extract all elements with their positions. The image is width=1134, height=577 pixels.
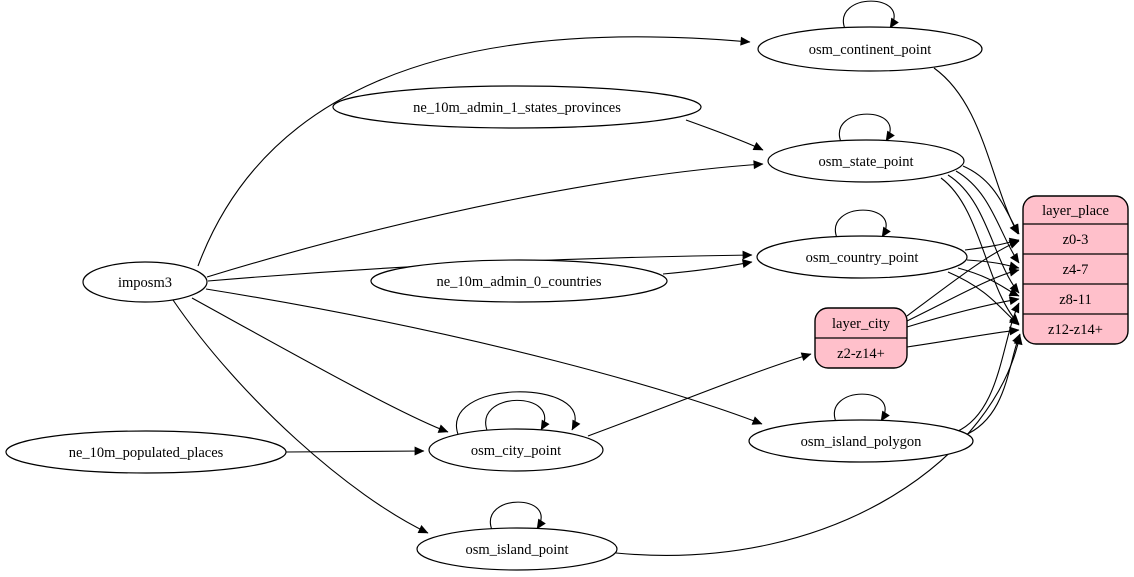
edge-imposm3-to-osm_island_point [172, 299, 429, 534]
edge-ne_10m_admin_0_countries-to-osm_country_point [662, 259, 753, 275]
edge-osm_state_point-to-layer_place-z12-z14+ [940, 177, 1020, 325]
record-row-z4-7: z4-7 [1063, 262, 1089, 278]
layer-record-title: layer_city [832, 316, 891, 332]
table-node-label: osm_continent_point [809, 42, 931, 58]
self-loop-osm_island_polygon-1 [833, 393, 890, 423]
self-loop-osm_continent_point-1 [842, 0, 899, 30]
edge-imposm3-to-osm_city_point [191, 297, 449, 433]
layer-record-layer_city: layer_city z2-z14+ [814, 307, 908, 369]
self-loop-osm_city_point-1 [455, 391, 581, 438]
table-node-osm_country_point: osm_country_point [756, 235, 968, 279]
edge-imposm3-to-osm_state_point [206, 160, 764, 278]
table-node-shape [416, 527, 618, 571]
edge-osm_country_point-to-layer_place-z4-7 [966, 259, 1020, 271]
edge-imposm3-to-osm_continent_point [197, 36, 751, 267]
edge-layer_city-to-layer_place-z4-7 [906, 267, 1020, 322]
edge-layer_city-to-layer_place-z12-z14+ [906, 326, 1020, 348]
table-node-osm_island_polygon: osm_island_polygon [748, 419, 974, 463]
self-loop-osm_country_point-1 [834, 209, 891, 239]
table-node-label: osm_country_point [806, 250, 919, 266]
layer-record-shape [1022, 195, 1129, 345]
table-node-label: ne_10m_admin_1_states_provinces [413, 100, 621, 116]
table-node-shape [767, 139, 965, 183]
edge-layer_city-to-layer_place-z8-11 [906, 296, 1020, 328]
table-node-ne_10m_admin_1_states_provinces: ne_10m_admin_1_states_provinces [332, 85, 702, 129]
table-node-shape [332, 85, 702, 129]
table-node-shape [757, 26, 983, 72]
edge-ne_10m_populated_places-to-osm_city_point [285, 446, 425, 456]
edges-layer [172, 0, 1023, 556]
record-row-z0-3: z0-3 [1063, 232, 1089, 248]
table-node-shape [5, 430, 287, 474]
edge-osm_state_point-to-layer_place-z8-11 [947, 174, 1020, 294]
record-row-z8-11: z8-11 [1059, 292, 1091, 308]
table-node-shape [748, 419, 974, 463]
edge-osm_island_point-to-layer_place-z12-z14+ [615, 334, 1023, 556]
edge-osm_state_point-to-layer_place-z0-3 [962, 165, 1020, 235]
record-row-z12-z14+: z12-z14+ [1048, 322, 1103, 338]
layer-record-layer_place: layer_place z0-3 z4-7 z8-11 z12-z14+ [1022, 195, 1129, 345]
table-node-label: osm_city_point [471, 443, 561, 459]
record-row-z2-z14+: z2-z14+ [837, 346, 885, 362]
table-node-imposm3: imposm3 [82, 261, 208, 303]
table-node-shape [370, 259, 668, 303]
table-node-label: ne_10m_populated_places [69, 445, 224, 461]
table-node-label: osm_island_point [465, 542, 568, 558]
table-node-shape [756, 235, 968, 279]
table-node-ne_10m_populated_places: ne_10m_populated_places [5, 430, 287, 474]
edge-osm_city_point-to-layer_city-z2-z14+ [587, 352, 812, 437]
edge-layer_city-to-layer_place-z0-3 [906, 240, 1020, 317]
table-node-label: osm_island_polygon [801, 434, 923, 450]
self-loop-osm_island_point-1 [489, 501, 546, 531]
edge-osm_island_polygon-to-layer_place-z12-z14+ [962, 333, 1021, 437]
table-node-ne_10m_admin_0_countries: ne_10m_admin_0_countries [370, 259, 668, 303]
nodes-layer: imposm3ne_10m_admin_1_states_provincesos… [5, 26, 1129, 571]
edge-imposm3-to-osm_island_polygon [205, 288, 763, 425]
table-node-label: ne_10m_admin_0_countries [436, 274, 601, 290]
layer-record-title: layer_place [1042, 203, 1109, 219]
edge-ne_10m_admin_1_states_provinces-to-osm_state_point [685, 119, 764, 151]
table-node-label: osm_state_point [818, 154, 913, 170]
edge-osm_island_polygon-to-layer_place-z8-11 [955, 302, 1020, 433]
self-loop-osm_city_point-2 [485, 399, 550, 434]
table-node-label: imposm3 [118, 275, 172, 291]
table-node-osm_continent_point: osm_continent_point [757, 26, 983, 72]
self-loop-osm_state_point-1 [838, 113, 895, 143]
table-node-shape [428, 428, 604, 472]
edge-osm_state_point-to-layer_place-z4-7 [955, 170, 1020, 264]
table-node-osm_state_point: osm_state_point [767, 139, 965, 183]
table-node-osm_city_point: osm_city_point [428, 428, 604, 472]
table-node-osm_island_point: osm_island_point [416, 527, 618, 571]
table-node-shape [82, 261, 208, 303]
edge-osm_country_point-to-layer_place-z12-z14+ [947, 271, 1020, 326]
